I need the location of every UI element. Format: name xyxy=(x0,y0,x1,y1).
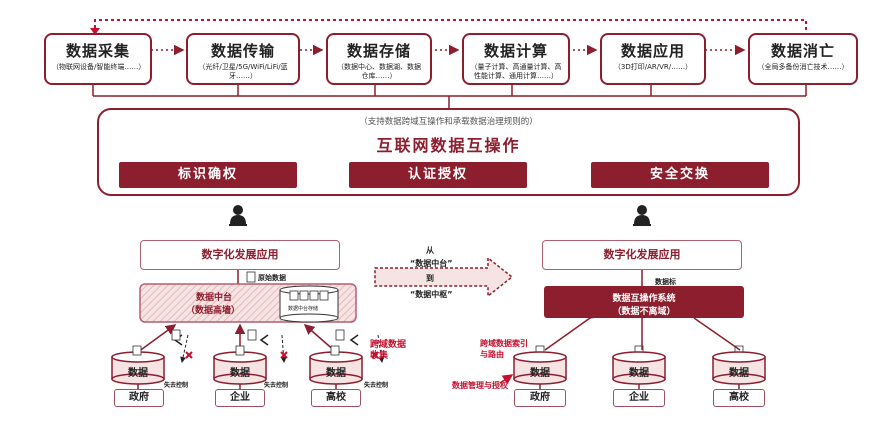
right-cylinders xyxy=(513,351,766,385)
os-title: 数据互操作系统 xyxy=(612,294,676,304)
right-connectors xyxy=(544,308,741,351)
entity-enterprise: 企业 xyxy=(215,389,265,407)
stage-computing: 数据计算 （量子计算、高通量计算、高性能计算、通用计算……） xyxy=(462,33,570,85)
loss-control-arrows xyxy=(180,334,385,363)
entity-university: 高校 xyxy=(311,389,361,407)
document-icon xyxy=(289,290,329,301)
transition-to: 到 xyxy=(426,274,434,283)
right-cylinder-label: 数据 xyxy=(629,368,649,379)
stage-destruction: 数据消亡 （全局多备份消亡技术……） xyxy=(748,33,858,85)
interop-panel: （支持数据跨域互操作和承载数据治理规则的） 互联网数据互操作 标识确权 认证授权… xyxy=(97,108,800,196)
entity-enterprise: 企业 xyxy=(613,389,665,407)
feedback-loop-arrowhead xyxy=(90,28,100,35)
left-cylinder-label: 数据 xyxy=(326,368,346,379)
stage-title: 数据存储 xyxy=(346,42,411,60)
stage-desc: （全局多备份消亡技术……） xyxy=(757,63,849,71)
stage-title: 数据计算 xyxy=(483,42,548,60)
platform-storage-icon xyxy=(279,285,339,323)
interop-os-box: 数据互操作系统 （数据不离域） xyxy=(544,286,744,318)
stage-to-panel-connectors xyxy=(92,83,807,108)
management-auth-label: 数据管理与授权 xyxy=(452,381,508,390)
transition-from-target: “数据中台” xyxy=(410,259,453,268)
entity-government: 政府 xyxy=(514,389,566,407)
loss-control-label: 失去控制 xyxy=(264,382,289,389)
right-app-box: 数字化发展应用 xyxy=(542,240,742,270)
entity-government: 政府 xyxy=(114,389,164,407)
document-icon xyxy=(132,271,744,356)
user-icon xyxy=(633,205,651,226)
stage-title: 数据采集 xyxy=(65,42,130,60)
right-cylinder-label: 数据 xyxy=(530,368,550,379)
transition-from: 从 xyxy=(426,246,434,255)
left-app-box: 数字化发展应用 xyxy=(140,240,340,270)
platform-subtitle: （数据高墙） xyxy=(186,306,241,316)
stage-title: 数据消亡 xyxy=(770,42,835,60)
loss-control-label: 失去控制 xyxy=(164,382,189,389)
stage-desc: （量子计算、高通量计算、高性能计算、通用计算……） xyxy=(470,63,562,80)
loss-control-label: 失去控制 xyxy=(364,382,389,389)
platform-title: 数据中台 xyxy=(196,293,233,303)
cross-mark-icon xyxy=(185,351,379,359)
stage-application: 数据应用 （3D打印/AR/VR/……） xyxy=(600,33,706,85)
stage-title: 数据应用 xyxy=(620,42,685,60)
cross-collection-arrows xyxy=(173,334,359,346)
function-auth: 认证授权 xyxy=(349,162,527,188)
stage-storage: 数据存储 （数据中心、数据湖、数据仓库……） xyxy=(326,33,432,85)
feedback-loop-line xyxy=(94,19,807,30)
function-exchange: 安全交换 xyxy=(591,162,769,188)
transition-to-target: “数据中枢” xyxy=(410,290,453,299)
transition-arrow-icon xyxy=(374,256,514,298)
stage-desc: （3D打印/AR/VR/……） xyxy=(613,63,693,71)
entity-university: 高校 xyxy=(713,389,765,407)
platform-storage-label: 数据中台存储 xyxy=(288,306,319,312)
left-cylinders xyxy=(111,351,363,385)
function-identity: 标识确权 xyxy=(119,162,297,188)
interop-subtitle: （支持数据跨域互操作和承载数据治理规则的） xyxy=(359,117,538,127)
stage-title: 数据传输 xyxy=(210,42,275,60)
stage-collection: 数据采集 （物联网设备/智能终端……） xyxy=(44,33,152,85)
raw-data-label: 原始数据 xyxy=(258,274,286,282)
left-cylinder-label: 数据 xyxy=(230,368,250,379)
stage-desc: （物联网设备/智能终端……） xyxy=(52,63,146,71)
index-routing-label: 跨域数据索引与路由 xyxy=(480,339,528,359)
right-cylinder-label: 数据 xyxy=(729,368,749,379)
stage-transmission: 数据传输 （光纤/卫星/5G/WiFi/LiFi/蓝牙……） xyxy=(186,33,300,85)
data-tag-label: 数据标 xyxy=(655,278,676,286)
left-cylinder-label: 数据 xyxy=(128,368,148,379)
interop-title: 互联网数据互操作 xyxy=(376,136,521,155)
cross-domain-collection-label: 跨域数据收集 xyxy=(370,340,407,361)
stage-desc: （数据中心、数据湖、数据仓库……） xyxy=(337,63,421,80)
user-icon xyxy=(229,205,247,226)
os-subtitle: （数据不离域） xyxy=(612,307,676,317)
stage-desc: （光纤/卫星/5G/WiFi/LiFi/蓝牙……） xyxy=(198,63,288,80)
